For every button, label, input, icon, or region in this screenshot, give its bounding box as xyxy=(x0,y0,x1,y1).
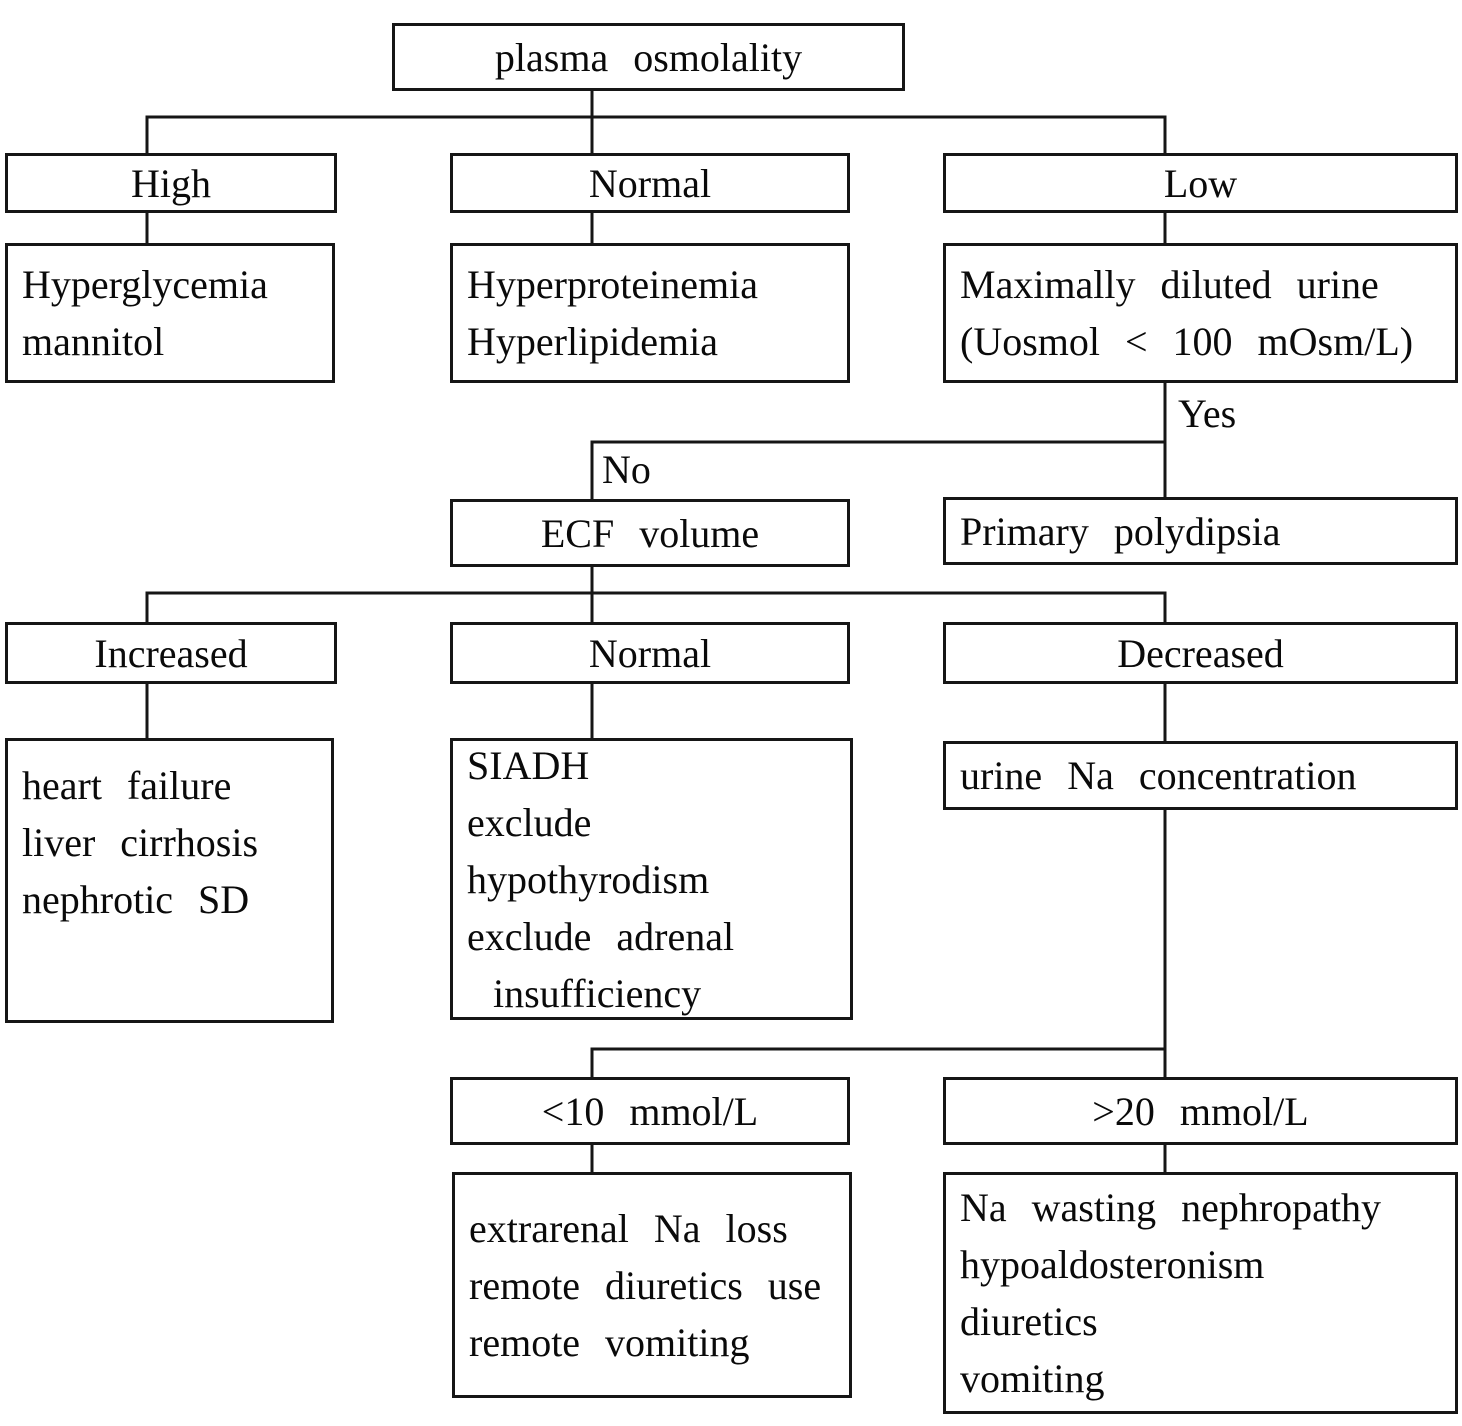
cause-line: diuretics xyxy=(960,1299,1098,1344)
node-urine-na-high: >20 mmol/L xyxy=(943,1077,1458,1145)
cause-line: hypoaldosteronism xyxy=(960,1242,1265,1287)
node-ecf-volume: ECF volume xyxy=(450,499,850,567)
node-increased: Increased xyxy=(5,622,337,684)
cause-line: Hyperglycemia xyxy=(22,262,268,307)
node-primary-polydipsia: Primary polydipsia xyxy=(943,497,1458,565)
node-label: High xyxy=(131,160,211,206)
edge-level2-to-causes xyxy=(145,682,1167,743)
edge-urine-na-split xyxy=(590,808,1167,1079)
node-normal-osmolality: Normal xyxy=(450,153,850,213)
cause-line: heart failure xyxy=(22,763,232,808)
node-label: ECF volume xyxy=(540,510,760,556)
cause-line: Maximally diluted urine xyxy=(960,262,1379,307)
node-extrarenal-causes: extrarenal Na loss remote diuretics use … xyxy=(452,1172,852,1398)
node-siadh-causes: SIADH exclude hypothyrodism exclude adre… xyxy=(450,738,853,1020)
node-label: urine Na concentration xyxy=(960,753,1357,798)
node-maximally-diluted-urine: Maximally diluted urine (Uosmol < 100 mO… xyxy=(943,243,1458,383)
node-label: Increased xyxy=(94,630,248,676)
cause-line: liver cirrhosis xyxy=(22,820,259,865)
cause-line: exclude hypothyrodism xyxy=(467,799,710,902)
cause-line: remote vomiting xyxy=(469,1319,750,1365)
node-label: <10 mmol/L xyxy=(541,1088,759,1134)
node-normal-causes: Hyperproteinemia Hyperlipidemia xyxy=(450,243,850,383)
edge-label-yes: Yes xyxy=(1178,391,1237,436)
cause-line: vomiting xyxy=(960,1356,1105,1401)
node-increased-causes: heart failure liver cirrhosis nephrotic … xyxy=(5,738,334,1023)
node-label: >20 mmol/L xyxy=(1092,1088,1309,1134)
node-label: Primary polydipsia xyxy=(960,508,1281,554)
node-label: Low xyxy=(1163,160,1238,206)
node-urine-na-low: <10 mmol/L xyxy=(450,1077,850,1145)
node-label: plasma osmolality xyxy=(494,34,803,80)
node-low: Low xyxy=(943,153,1458,213)
node-urine-na-concentration: urine Na concentration xyxy=(943,741,1458,810)
cause-line: extrarenal Na loss xyxy=(469,1205,788,1251)
cause-line: mannitol xyxy=(22,319,165,364)
cause-line: Na wasting nephropathy xyxy=(960,1185,1382,1230)
cause-line: insufficiency xyxy=(493,970,702,1016)
edge-label-no: No xyxy=(602,447,651,492)
node-normal-ecf: Normal xyxy=(450,622,850,684)
node-label: Normal xyxy=(588,630,712,676)
node-na-wasting-causes: Na wasting nephropathy hypoaldosteronism… xyxy=(943,1172,1458,1414)
cause-line: remote diuretics use xyxy=(469,1262,822,1308)
cause-line: Hyperlipidemia xyxy=(467,319,719,364)
node-high: High xyxy=(5,153,337,213)
node-plasma-osmolality: plasma osmolality xyxy=(392,23,905,91)
cause-line: nephrotic SD xyxy=(22,877,250,922)
node-label: Decreased xyxy=(1117,630,1284,676)
cause-line: exclude adrenal xyxy=(467,913,735,959)
edge-level1-to-causes xyxy=(145,211,1167,245)
edge-mmol-to-causes xyxy=(590,1143,1167,1174)
edge-plasma-to-level1 xyxy=(145,89,1167,155)
node-label: Normal xyxy=(588,160,712,206)
edge-no xyxy=(590,440,1167,501)
cause-line: SIADH xyxy=(467,742,590,788)
cause-line: (Uosmol < 100 mOsm/L) xyxy=(960,319,1414,364)
edge-ecf-to-level2 xyxy=(145,565,1167,624)
node-decreased: Decreased xyxy=(943,622,1458,684)
node-high-causes: Hyperglycemia mannitol xyxy=(5,243,335,383)
cause-line: Hyperproteinemia xyxy=(467,262,758,307)
